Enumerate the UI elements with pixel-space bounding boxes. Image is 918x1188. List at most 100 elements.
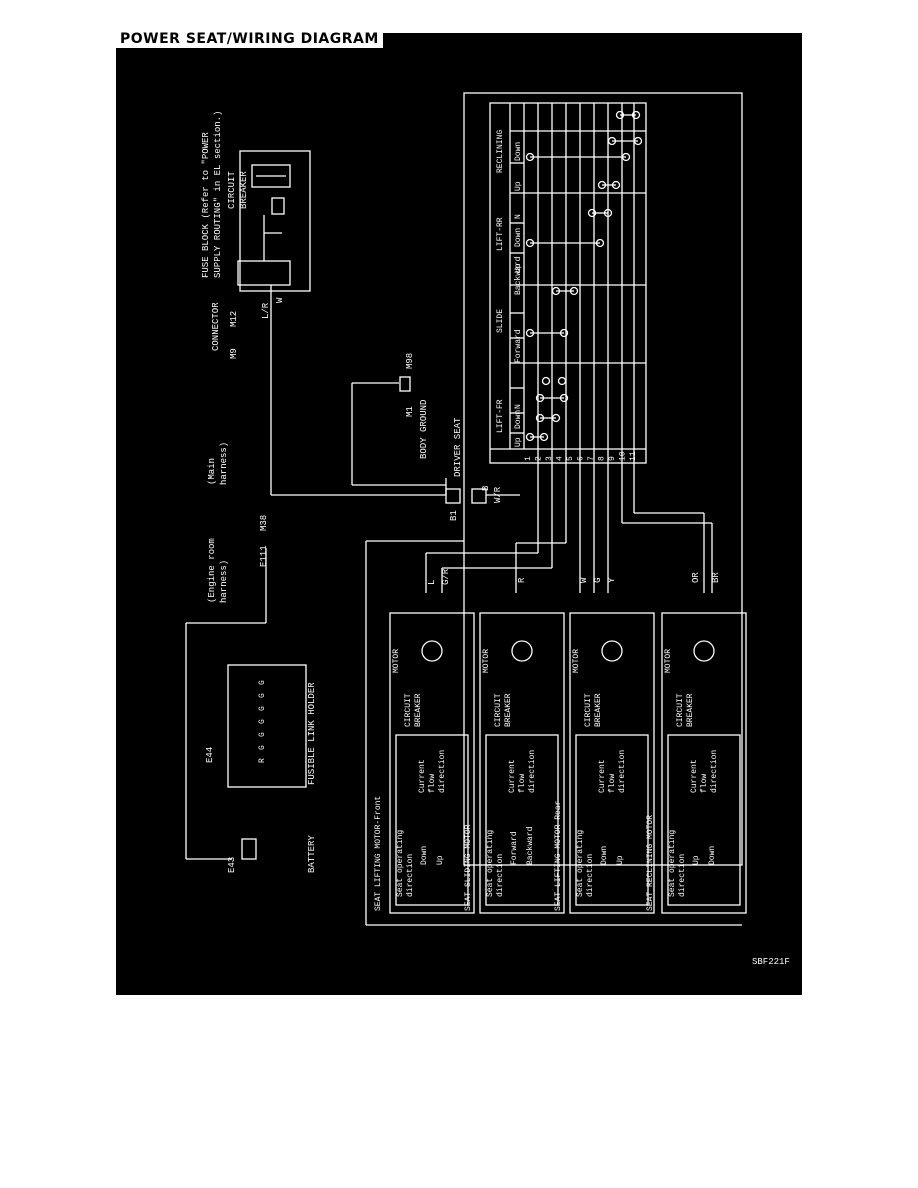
seat-harness-badge: B1 <box>449 510 459 521</box>
battery-badge: E43 <box>227 857 237 873</box>
motor-breaker-1-1: CIRCUIT <box>494 693 503 727</box>
wire-label-gr: G/R <box>441 568 451 585</box>
motor-breaker-2-1: BREAKER <box>504 693 513 727</box>
fuse-breaker-label-2: BREAKER <box>239 171 249 209</box>
switch-position-1: Down <box>514 410 523 429</box>
switch-position-0: Up <box>514 437 523 447</box>
motor-flow-1-1: Current <box>508 759 517 793</box>
motor-breaker-1-2: CIRCUIT <box>584 693 593 727</box>
terminal-7: 7 <box>587 456 596 461</box>
motor-flow-1-0: Current <box>418 759 427 793</box>
switch-position-6: Down <box>514 228 523 247</box>
connector-badge-m12: M12 <box>229 311 239 327</box>
wiring-diagram: FUSE BLOCK (Refer to "POWER SUPPLY ROUTI… <box>185 92 747 926</box>
motor-title-3: SEAT RECLINING MOTOR <box>646 815 655 911</box>
terminal-11: 11 <box>629 451 638 461</box>
motor-flow-2-2: flow <box>608 774 617 793</box>
motor-flow-3-3: direction <box>710 750 719 793</box>
page-title: POWER SEAT/WIRING DIAGRAM <box>116 30 383 48</box>
motor-breaker-1-3: CIRCUIT <box>676 693 685 727</box>
body-ground-badge-m98: M98 <box>405 353 415 369</box>
switch-position-5: Up <box>514 263 523 273</box>
fusible-link-holder-box <box>227 664 307 788</box>
group-header-lift-rr: LIFT-RR <box>496 217 505 251</box>
fuse-block-label-1: FUSE BLOCK (Refer to "POWER <box>201 132 211 278</box>
terminal-2: 2 <box>535 456 544 461</box>
switch-position-4: Backward <box>514 256 523 295</box>
motor-table-head2-2: direction <box>586 854 595 897</box>
motor-table-head2-1: direction <box>496 854 505 897</box>
fuse-letter-1: G <box>258 693 267 698</box>
fuse-block-box <box>239 150 311 292</box>
battery-symbol <box>241 838 257 860</box>
harness-connector-m <box>445 488 461 504</box>
motor-breaker-1-0: CIRCUIT <box>404 693 413 727</box>
diagram-plate: FUSE BLOCK (Refer to "POWER SUPPLY ROUTI… <box>116 33 802 995</box>
wire-label-br: BR <box>711 572 721 583</box>
motor-row-2-0: Down <box>600 846 609 865</box>
motor-table-head2-0: direction <box>406 854 415 897</box>
wire-label-or: OR <box>691 572 701 583</box>
fuse-letter-2: G <box>258 706 267 711</box>
terminal-10: 10 <box>619 451 628 461</box>
fuse-letter-4: G <box>258 732 267 737</box>
motor-flow-1-3: Current <box>690 759 699 793</box>
motor-row-0-1: Up <box>436 855 445 865</box>
fuse-breaker-symbol <box>251 164 291 188</box>
motor-flow-3-2: direction <box>618 750 627 793</box>
battery-label: BATTERY <box>307 835 317 873</box>
wire-label-b: B <box>481 485 491 491</box>
motor-flow-3-0: direction <box>438 750 447 793</box>
fusible-link-label: FUSIBLE LINK HOLDER <box>307 682 317 785</box>
motor-title-2: SEAT LIFTING MOTOR-Rear <box>554 800 563 911</box>
terminal-5: 5 <box>566 456 575 461</box>
wire-label-w2: W <box>579 577 589 583</box>
motor-flow-2-0: flow <box>428 774 437 793</box>
wire-label-lr: L/R <box>261 302 271 319</box>
main-harness-label-1: (Main <box>207 458 217 485</box>
body-ground-badge-m1: M1 <box>405 406 415 417</box>
engine-harness-badge: E111 <box>259 545 269 567</box>
fusible-link-badge: E44 <box>205 747 215 763</box>
motor-table-head1-3: Seat operating <box>668 830 677 897</box>
fuse-letter-3: G <box>258 719 267 724</box>
driver-seat-outline <box>463 92 743 866</box>
group-header-reclining: RECLINING <box>496 130 505 173</box>
motor-panel-recline <box>661 612 747 914</box>
motor-panel-lift-front <box>389 612 475 914</box>
figure-code: SBF221F <box>752 957 790 967</box>
wire-label-y: Y <box>607 577 617 583</box>
motor-breaker-2-0: BREAKER <box>414 693 423 727</box>
motor-panel-lift-rear <box>569 612 655 914</box>
terminal-4: 4 <box>556 456 565 461</box>
main-harness-badge: M38 <box>259 515 269 531</box>
driver-seat-label: DRIVER SEAT <box>453 417 463 477</box>
motor-table-head2-3: direction <box>678 854 687 897</box>
group-header-slide: SLIDE <box>496 309 505 333</box>
terminal-6: 6 <box>577 456 586 461</box>
wire-label-w: W <box>275 297 285 303</box>
page-number: BF-32 <box>440 984 476 999</box>
motor-row-3-1: Down <box>708 846 717 865</box>
motor-breaker-2-2: BREAKER <box>594 693 603 727</box>
switch-position-9: Down <box>514 142 523 161</box>
switch-position-3: Forward <box>514 329 523 363</box>
motor-flow-3-1: direction <box>528 750 537 793</box>
motor-row-1-0: Forward <box>510 831 519 865</box>
motor-table-head1-0: Seat operating <box>396 830 405 897</box>
motor-flow-2-1: flow <box>518 774 527 793</box>
terminal-8: 8 <box>598 456 607 461</box>
fuse-block-label-2: SUPPLY ROUTING" in EL section.) <box>213 111 223 278</box>
motor-label-2: MOTOR <box>572 649 581 673</box>
motor-row-3-0: Up <box>692 855 701 865</box>
terminal-9: 9 <box>608 456 617 461</box>
connector-label: CONNECTOR <box>211 302 221 351</box>
engine-harness-label-2: harness) <box>219 560 229 603</box>
motor-title-0: SEAT LIFTING MOTOR-Front <box>374 796 383 911</box>
connector-badge-m9: M9 <box>229 348 239 359</box>
motor-symbols <box>421 640 715 662</box>
motor-row-2-1: Up <box>616 855 625 865</box>
